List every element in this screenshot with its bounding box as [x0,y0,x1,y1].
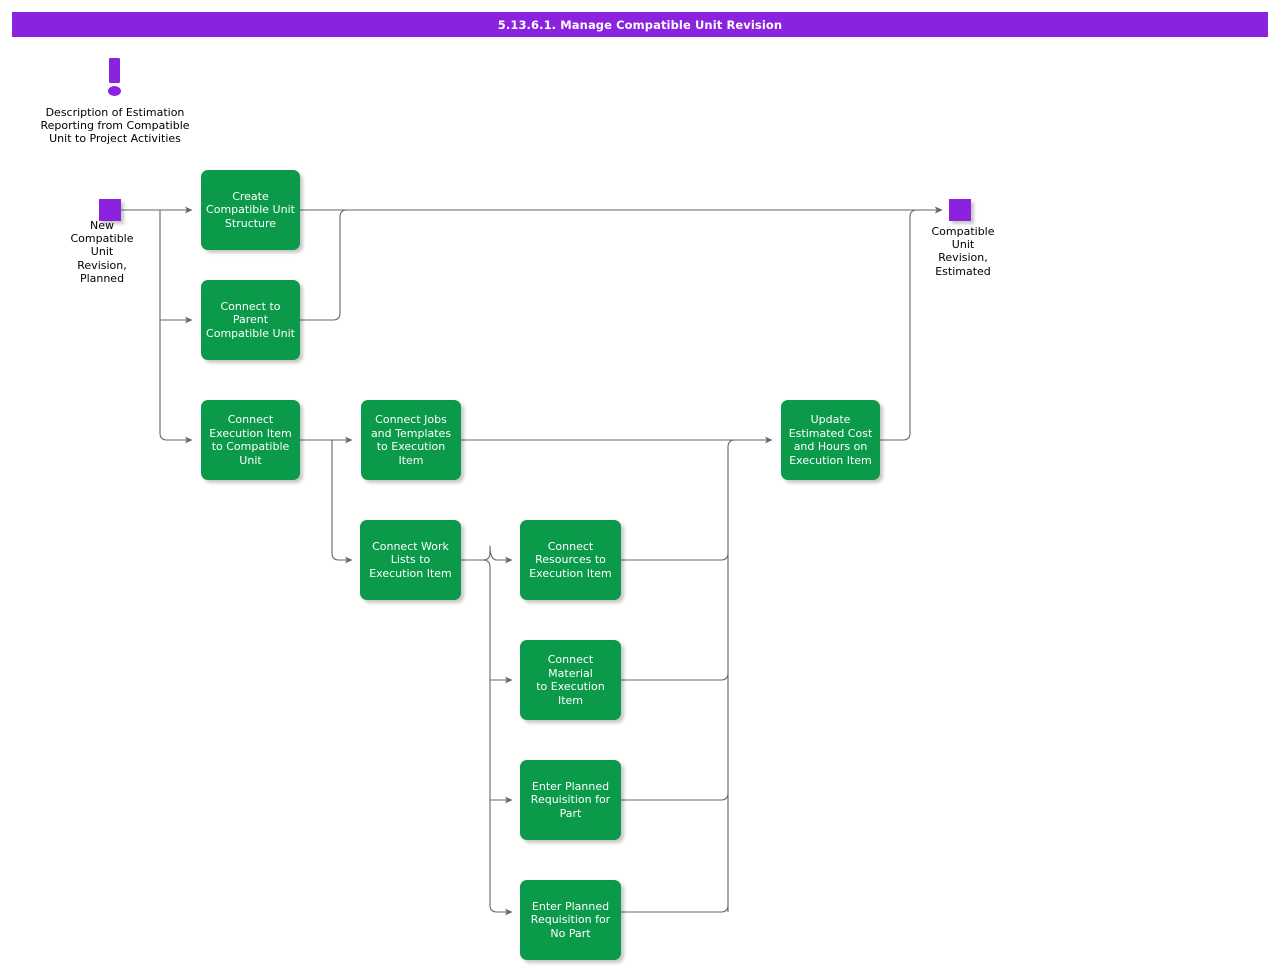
node-connect-work-lists-to-execution-item[interactable]: Connect Work Lists to Execution Item [360,520,461,600]
link-reqpart-to-collector [621,792,729,801]
exclamation-icon [102,56,128,102]
node-connect-resources-to-execution-item[interactable]: Connect Resources to Execution Item [520,520,621,600]
node-connect-execution-item-to-compatible-unit[interactable]: Connect Execution Item to Compatible Uni… [201,400,300,480]
link-execitem-spine [331,440,353,564]
node-connect-material-to-execution-item[interactable]: Connect Material to Execution Item [520,640,621,720]
node-update-estimated-cost-and-hours-on-execution-item[interactable]: Update Estimated Cost and Hours on Execu… [781,400,880,480]
note-label: Description of Estimation Reporting from… [40,106,190,146]
link-worklists-out [461,559,513,916]
link-collector-spine [727,439,736,912]
node-connect-to-parent-compatible-unit[interactable]: Connect to Parent Compatible Unit [201,280,300,360]
start-terminator[interactable] [99,199,121,221]
page-title: 5.13.6.1. Manage Compatible Unit Revisio… [12,12,1268,37]
node-enter-planned-requisition-for-part[interactable]: Enter Planned Requisition for Part [520,760,621,840]
link-resources-to-collector [621,552,729,561]
link-parent-to-toprail [300,209,348,321]
link-reqnopart-to-collector [621,904,729,913]
end-terminator-label: Compatible Unit Revision, Estimated [931,225,995,278]
link-material-to-collector [621,672,729,681]
node-create-compatible-unit-structure[interactable]: Create Compatible Unit Structure [201,170,300,250]
start-terminator-label: New Compatible Unit Revision, Planned [70,219,134,285]
node-enter-planned-requisition-for-no-part[interactable]: Enter Planned Requisition for No Part [520,880,621,960]
link-worklists-to-resources [482,545,513,564]
link-spine-to-connect-exec-item [159,432,193,444]
node-connect-jobs-and-templates-to-execution-item[interactable]: Connect Jobs and Templates to Execution … [361,400,461,480]
end-terminator[interactable] [949,199,971,221]
